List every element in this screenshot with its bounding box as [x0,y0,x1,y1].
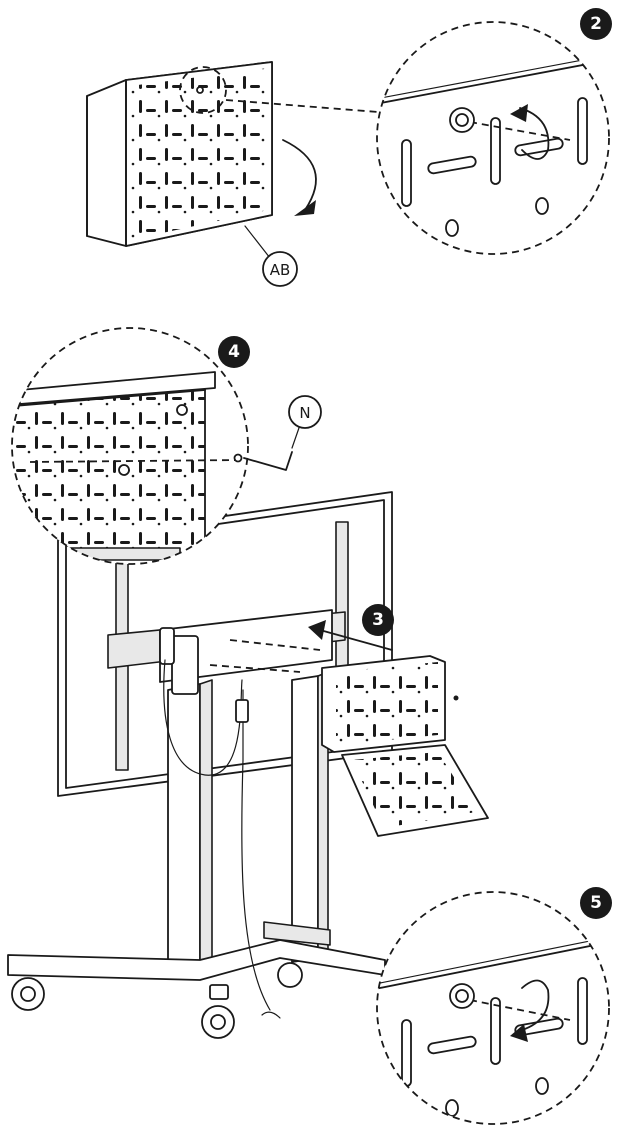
part-label-ab: AB [270,261,291,279]
zoom-detail-step2 [376,21,610,255]
part-label-n: N [299,404,310,422]
step-badge-3: 3 [362,604,394,636]
step-badge-5: 5 [580,887,612,919]
part-ab-callout: AB [262,251,298,287]
step-number-2: 2 [590,14,602,34]
step-number-5: 5 [590,893,602,913]
allen-key-n [233,424,301,471]
step-number-3: 3 [372,610,384,630]
leader-line-ab [244,225,271,259]
rotate-arrow [282,139,317,211]
cable-cover-drawing [321,655,489,837]
part-n-callout: N [288,395,322,429]
step-number-4: 4 [228,342,240,362]
zoom-detail-step4 [11,327,249,565]
step-badge-4: 4 [218,336,250,368]
rotate-arrow-head [294,200,316,216]
box-ab-drawing [86,61,273,247]
zoom-leader-2 [225,99,379,113]
zoom-detail-step5 [376,891,610,1125]
step-badge-2: 2 [580,8,612,40]
stand-drawing [7,491,393,1039]
